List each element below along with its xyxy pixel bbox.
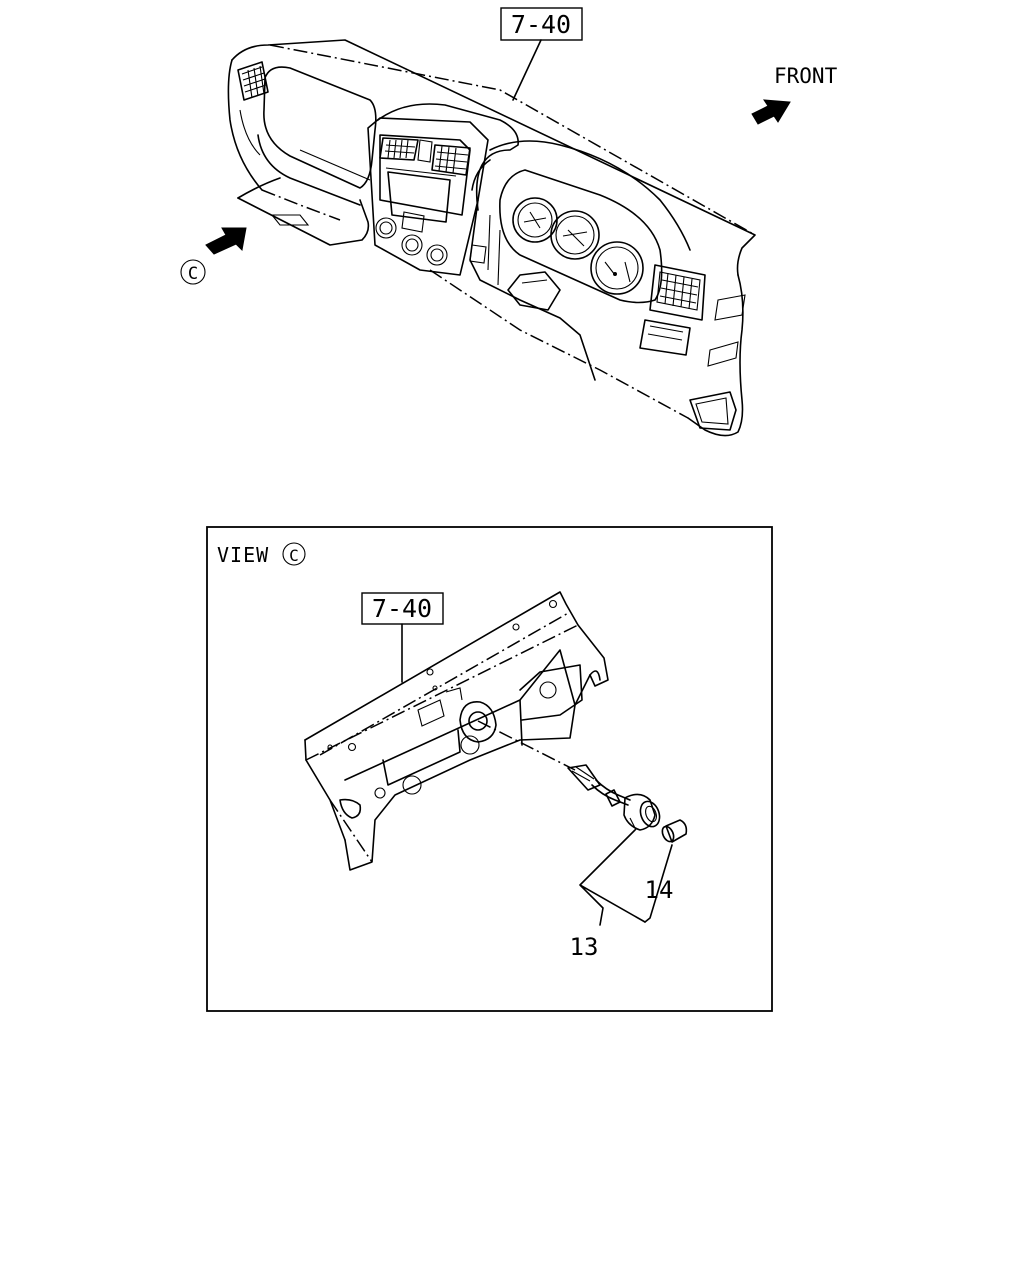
lamp-socket-harness [477, 720, 661, 831]
arrow-right-icon [751, 99, 791, 125]
instrument-panel-bracket [304, 591, 609, 871]
bulb [661, 819, 688, 843]
view-c-frame [206, 526, 773, 1012]
dashboard-illustration [227, 39, 756, 437]
svg-text:C: C [289, 546, 299, 565]
part-number-13: 13 [570, 933, 599, 961]
arrow-right-icon [205, 227, 247, 255]
ref-label-view: 7-40 [372, 594, 432, 623]
ref-label-top: 7-40 [511, 10, 571, 39]
leader-line-top [512, 39, 542, 101]
ref-box-top [500, 7, 583, 41]
view-c-circle-icon: C [180, 259, 206, 285]
leader-line-13 [579, 829, 646, 926]
front-label: FRONT [774, 64, 838, 88]
view-c-circle-icon: C [282, 542, 306, 566]
svg-text:C: C [188, 264, 198, 284]
leader-line-14 [644, 844, 673, 923]
part-number-14: 14 [645, 876, 674, 904]
view-label: VIEW [217, 543, 269, 567]
